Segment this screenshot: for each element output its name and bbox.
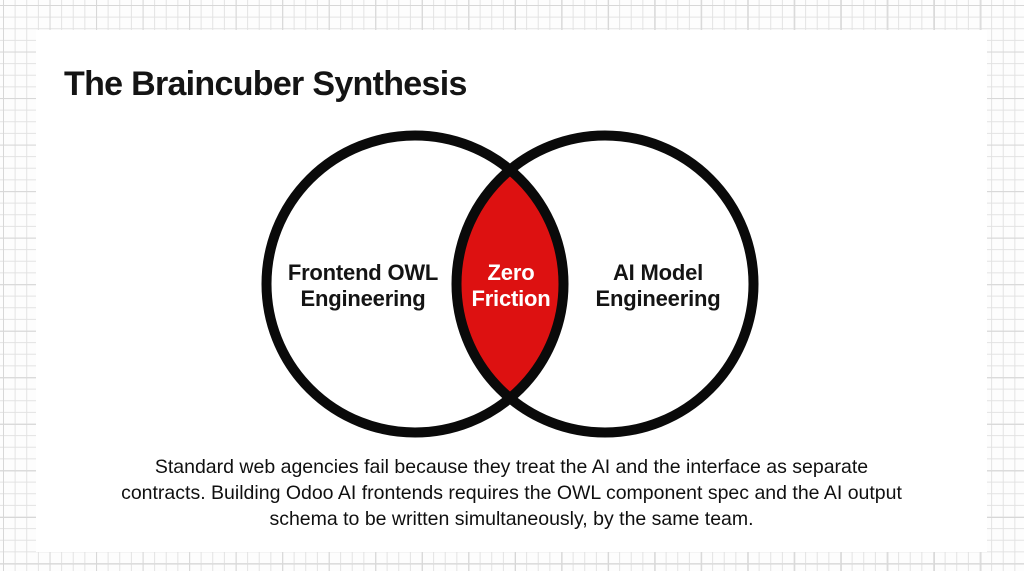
venn-right-label: AI Model Engineering	[595, 260, 721, 311]
venn-intersection-label: Zero Friction	[471, 260, 551, 311]
slide-description: Standard web agencies fail because they …	[121, 456, 902, 530]
venn-right-circle	[451, 130, 759, 438]
slide-card: The Braincuber Synthesis Frontend OWL En…	[36, 30, 987, 552]
venn-intersection-fill	[452, 131, 568, 437]
venn-left-label: Frontend OWL Engineering	[287, 260, 439, 311]
slide-title: The Braincuber Synthesis	[64, 65, 467, 103]
venn-left-circle	[261, 130, 569, 438]
venn-circles-svg	[261, 130, 759, 438]
venn-diagram: Frontend OWL Engineering Zero Friction A…	[36, 30, 987, 552]
